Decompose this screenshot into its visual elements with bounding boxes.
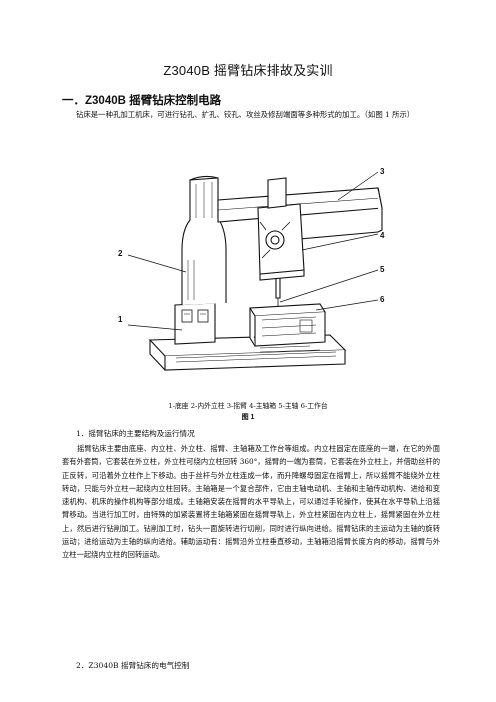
- figure-label-5: 5: [380, 265, 385, 274]
- spindle-head-illustration: [257, 177, 305, 281]
- subsection-heading-1: 1．摇臂钻床的主要结构及运行情况: [76, 429, 195, 438]
- document-title: Z3040B 摇臂钻床排故及实训: [163, 63, 333, 78]
- figure-number: 图 1: [241, 414, 255, 421]
- intro-paragraph: 钻床是一种孔加工机床，可进行钻孔、扩孔、铰孔、攻丝及修刮端面等多种形式的加工。（…: [76, 110, 415, 119]
- drilling-machine-figure: 1 2 3 4 5 6: [118, 167, 385, 371]
- body-paragraph: 摇臂钻床主要由底座、内立柱、外立柱、摇臂、主轴箱及工作台等组成。内立柱固定在底座…: [62, 444, 440, 560]
- spindle-illustration: [275, 278, 281, 310]
- subsection-heading-2: 2．Z3040B 摇臂钻床的电气控制: [76, 661, 190, 670]
- column-base-illustration: [174, 302, 216, 345]
- figure-caption: 1-底座 2-内外立柱 3-摇臂 4-主轴箱 5-主轴 6-工作台: [168, 402, 328, 410]
- figure-label-6: 6: [380, 295, 385, 304]
- figure-label-2: 2: [118, 249, 123, 258]
- figure-label-4: 4: [380, 231, 385, 240]
- section-heading: 一．Z3040B 摇臂钻床控制电路: [62, 95, 222, 107]
- figure-label-1: 1: [118, 315, 123, 324]
- work-table-illustration: [249, 303, 326, 347]
- leader-lines: [127, 171, 379, 331]
- column-illustration: [181, 175, 227, 305]
- figure-label-3: 3: [380, 167, 385, 176]
